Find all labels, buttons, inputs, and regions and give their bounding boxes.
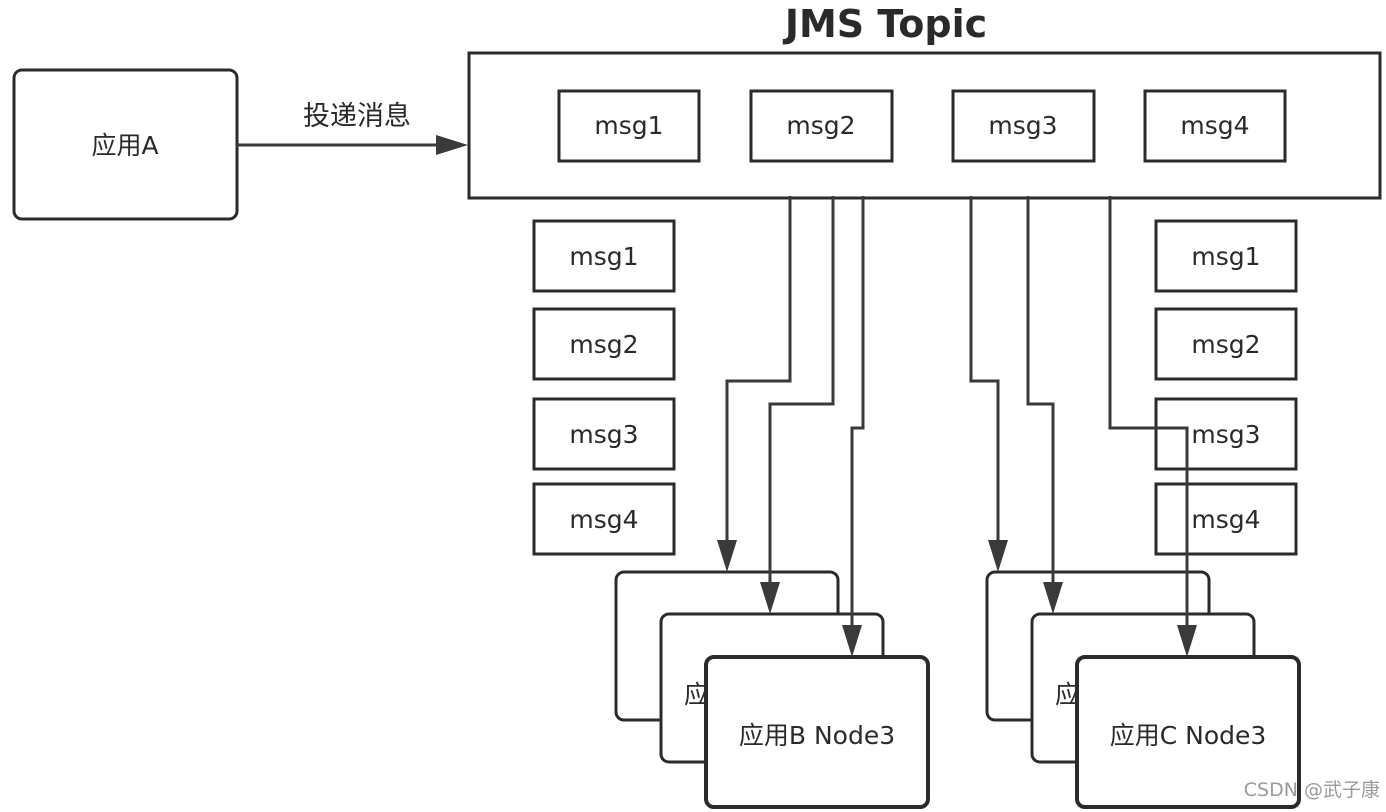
- queue-msg-label: msg3: [569, 420, 638, 449]
- arrow-head: [1177, 625, 1197, 657]
- queue-msg-box: [532, 219, 676, 293]
- topic-msg-label: msg1: [594, 111, 663, 140]
- topic-msg-3: msg3: [951, 89, 1096, 163]
- topic-msg-box: [951, 89, 1096, 163]
- arrow-line: [850, 196, 865, 627]
- queue-msg-label: msg3: [1191, 420, 1260, 449]
- arrow-line: [969, 196, 1000, 542]
- arrow-line: [725, 196, 792, 542]
- queue-msg-box: [1154, 307, 1298, 381]
- producer-node: 应用A: [12, 68, 239, 221]
- queue-msg-label: msg4: [569, 505, 638, 534]
- send-arrow-head: [436, 135, 468, 155]
- arrow-to-c-node1: [969, 196, 1008, 572]
- send-label: 投递消息: [303, 101, 411, 132]
- topic-msg-4: msg4: [1143, 89, 1287, 163]
- arrow-line: [1026, 196, 1055, 584]
- queue-msg-box: [532, 397, 676, 471]
- arrow-head: [842, 625, 862, 657]
- queue-msg-label: msg2: [1191, 330, 1260, 359]
- consumer-c-node3-box: [1075, 655, 1301, 809]
- arrow-to-b-node1: [717, 196, 792, 572]
- topic-msg-box: [1143, 89, 1287, 163]
- queue-msg-label: msg1: [1191, 242, 1260, 271]
- arrow-head: [988, 540, 1008, 572]
- queue-msg-box: [532, 307, 676, 381]
- right-queue-msg-2: msg2: [1154, 307, 1298, 381]
- left-queue: msg1 msg2 msg3 msg4: [532, 219, 676, 556]
- arrow-head: [717, 540, 737, 572]
- right-queue: msg1 msg2 msg3 msg4: [1154, 219, 1298, 556]
- arrow-to-b-node2: [760, 196, 835, 614]
- topic-msg-2: msg2: [749, 89, 894, 163]
- consumer-b-node3-box: [704, 655, 930, 809]
- queue-msg-box: [532, 482, 676, 556]
- right-queue-msg-4: msg4: [1154, 482, 1298, 556]
- delivery-arrows: [717, 196, 1197, 657]
- arrow-to-c-node3: [1108, 196, 1197, 657]
- arrow-to-c-node2: [1026, 196, 1063, 614]
- producer-label: 应用A: [91, 131, 158, 160]
- topic-msg-label: msg2: [786, 111, 855, 140]
- queue-msg-box: [1154, 397, 1298, 471]
- arrow-line: [1108, 196, 1189, 627]
- left-queue-msg-4: msg4: [532, 482, 676, 556]
- arrow-line: [768, 196, 835, 584]
- left-queue-msg-1: msg1: [532, 219, 676, 293]
- topic-msg-label: msg4: [1180, 111, 1249, 140]
- right-queue-msg-1: msg1: [1154, 219, 1298, 293]
- topic-msg-label: msg3: [988, 111, 1057, 140]
- send-arrow: 投递消息: [237, 101, 468, 155]
- queue-msg-box: [1154, 219, 1298, 293]
- topic-msg-1: msg1: [557, 89, 701, 163]
- queue-msg-label: msg1: [569, 242, 638, 271]
- left-queue-msg-3: msg3: [532, 397, 676, 471]
- queue-msg-label: msg4: [1191, 505, 1260, 534]
- arrow-to-b-node3: [842, 196, 865, 657]
- topic-msg-box: [749, 89, 894, 163]
- arrow-head: [1043, 582, 1063, 614]
- left-queue-msg-2: msg2: [532, 307, 676, 381]
- consumer-group-b: 应 应用B Node3: [614, 570, 930, 809]
- queue-msg-label: msg2: [569, 330, 638, 359]
- topic-container: msg1 msg2 msg3 msg4: [467, 51, 1382, 200]
- consumer-group-c: 应 应用C Node3: [985, 570, 1301, 809]
- right-queue-msg-3: msg3: [1154, 397, 1298, 471]
- watermark: CSDN @武子康: [1244, 779, 1380, 801]
- queue-msg-box: [1154, 482, 1298, 556]
- arrow-head: [760, 582, 780, 614]
- diagram-title: JMS Topic: [782, 2, 987, 46]
- consumer-b-node3-label: 应用B Node3: [739, 721, 895, 750]
- consumer-c-node3-label: 应用C Node3: [1110, 721, 1267, 750]
- topic-msg-box: [557, 89, 701, 163]
